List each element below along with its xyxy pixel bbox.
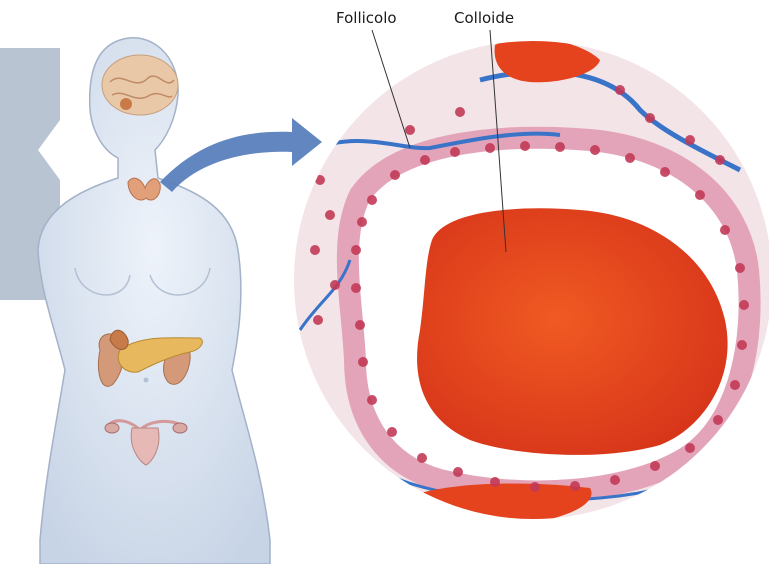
label-follicolo: Follicolo (336, 9, 397, 27)
label-colloide: Colloide (454, 9, 514, 27)
arrow (160, 118, 322, 192)
thyroid-micrograph (280, 30, 769, 550)
human-body (38, 38, 270, 564)
brain-organ-icon (102, 55, 178, 115)
